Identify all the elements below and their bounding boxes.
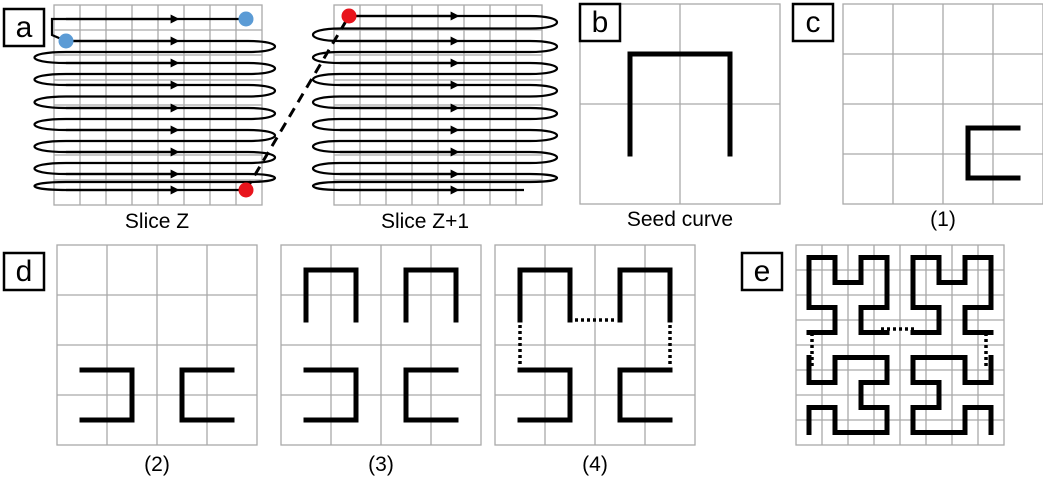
scan-return bbox=[33, 39, 277, 65]
panel-d-label-box bbox=[2, 251, 46, 292]
panel-c: c (1) bbox=[791, 2, 1043, 231]
scan-return bbox=[311, 61, 559, 87]
panel-e-hilbert-curve bbox=[806, 255, 994, 435]
panel-d3-caption: (3) bbox=[368, 453, 394, 476]
panel-c-curve bbox=[965, 125, 1021, 181]
panel-d4-grid bbox=[494, 244, 696, 446]
panel-a-label: a bbox=[16, 11, 33, 44]
slice-z-start-point bbox=[58, 33, 74, 49]
panel-c-label: c bbox=[806, 6, 821, 39]
panel-d2-curve-right bbox=[179, 367, 235, 423]
slice-z-blue-point bbox=[238, 11, 254, 27]
panel-d3-curve-bottom-right bbox=[403, 367, 459, 423]
scan-return bbox=[33, 83, 277, 110]
scan-return bbox=[311, 128, 559, 154]
panel-c-caption: (1) bbox=[930, 208, 956, 231]
scan-return bbox=[33, 61, 277, 87]
scan-return bbox=[311, 150, 559, 176]
slice-z1-caption: Slice Z+1 bbox=[381, 210, 469, 233]
scan-joint bbox=[50, 17, 67, 43]
slice-z-end-point bbox=[238, 182, 254, 198]
panel-d3-curve-top-right bbox=[403, 267, 459, 323]
panel-d2-curve-left bbox=[79, 367, 135, 423]
panel-d4-curve-top-left bbox=[517, 267, 573, 323]
panel-a-label-box bbox=[2, 7, 46, 48]
seed-curve bbox=[627, 51, 733, 157]
slice-z1-grid bbox=[333, 4, 543, 206]
panel-d: d (2) (3) (4) bbox=[2, 244, 696, 476]
panel-c-grid bbox=[842, 3, 1043, 205]
panel-d3-curve-bottom-left bbox=[303, 367, 359, 423]
panel-d4-caption: (4) bbox=[582, 453, 608, 476]
scan-return bbox=[33, 106, 277, 132]
slice-z-scanlines bbox=[33, 14, 277, 195]
scan-return bbox=[312, 172, 558, 192]
hilbert-segment bbox=[910, 355, 994, 435]
panel-c-label-box bbox=[791, 2, 835, 43]
hilbert-segment bbox=[806, 355, 890, 435]
panel-d4-curve-bottom-left bbox=[517, 367, 573, 423]
panel-d3-grid bbox=[280, 244, 482, 446]
panel-e-grid bbox=[795, 244, 1005, 446]
hilbert-segment bbox=[910, 255, 994, 335]
panel-d2-grid bbox=[56, 244, 258, 446]
panel-b-label-box bbox=[578, 2, 622, 43]
panel-e-label: e bbox=[754, 255, 771, 288]
seed-curve-caption: Seed curve bbox=[627, 208, 733, 231]
panel-d2-caption: (2) bbox=[144, 453, 170, 476]
panel-b-grid bbox=[579, 3, 781, 205]
panel-a: a Slice Z Slice Z+1 bbox=[2, 4, 559, 233]
scan-return bbox=[311, 39, 559, 65]
panel-d4-curve-top-right bbox=[617, 267, 673, 323]
slice-z1-start-point bbox=[341, 8, 357, 24]
panel-b-label: b bbox=[592, 6, 609, 39]
scan-return bbox=[311, 83, 559, 110]
scan-return bbox=[311, 106, 559, 132]
scan-return bbox=[33, 128, 277, 154]
scan-return bbox=[311, 14, 559, 43]
panel-e: e bbox=[740, 244, 1005, 446]
panel-d3-curve-top-left bbox=[303, 267, 359, 323]
scan-return bbox=[33, 150, 277, 176]
slice-z1-scanlines bbox=[311, 11, 559, 195]
slice-z-caption: Slice Z bbox=[125, 210, 189, 233]
panel-d4-curve-bottom-right bbox=[617, 367, 673, 423]
panel-d-label: d bbox=[16, 255, 33, 288]
hilbert-segment bbox=[806, 255, 890, 335]
panel-b: b Seed curve bbox=[578, 2, 781, 231]
scan-return bbox=[33, 172, 276, 192]
panel-e-label-box bbox=[740, 251, 784, 292]
